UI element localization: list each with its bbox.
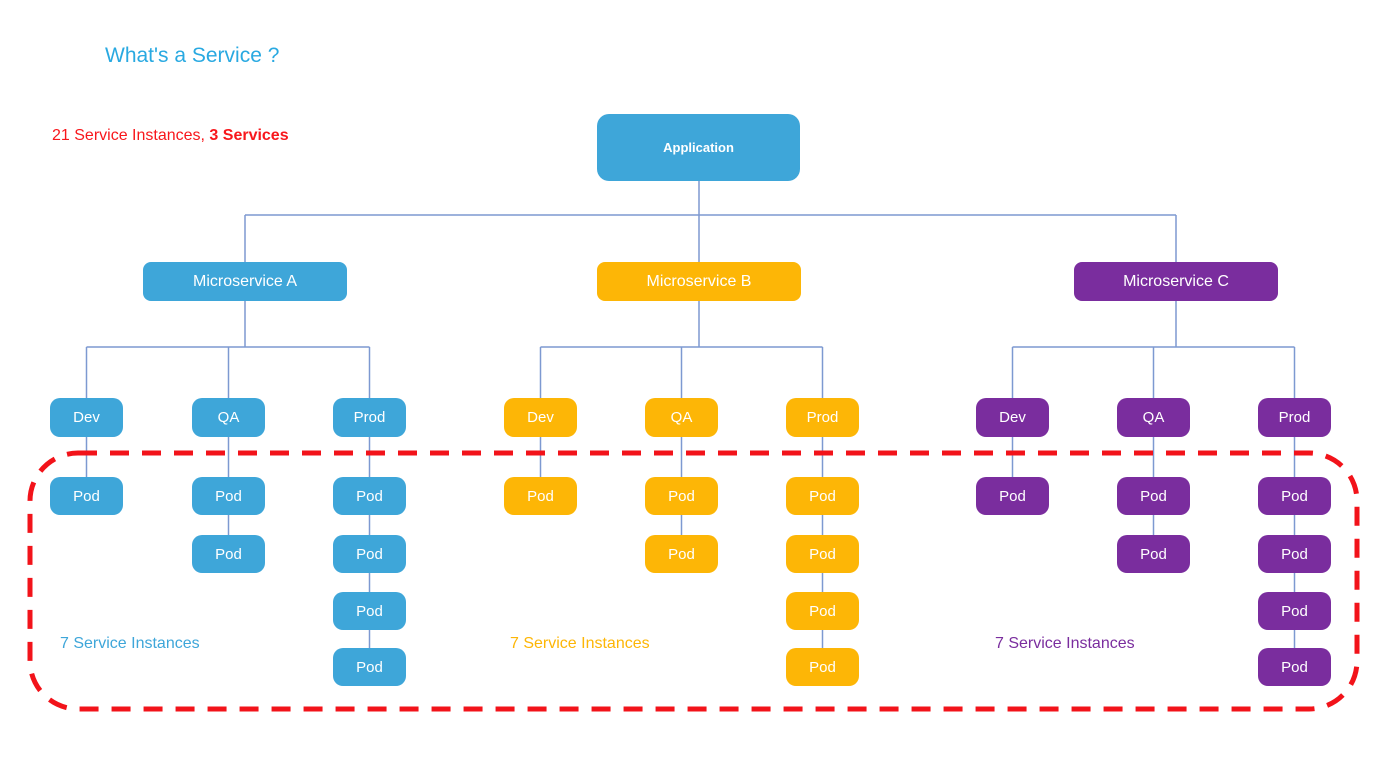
node-b-qa: QA [645,398,718,437]
pod-label: Pod [356,545,383,563]
node-microservice-a-label: Microservice A [192,272,298,290]
node-b-dev: Dev [504,398,577,437]
pod-c-prod-4: Pod [1258,648,1331,686]
pod-label: Pod [1281,602,1308,620]
node-microservice-a: Microservice A [143,262,347,301]
node-a-dev: Dev [50,398,123,437]
pod-label: Pod [809,658,836,676]
summary-instances: 21 Service Instances, [52,127,210,144]
pod-b-prod-2: Pod [786,535,859,573]
pod-a-dev-1: Pod [50,477,123,515]
node-b-prod: Prod [786,398,859,437]
summary-text: 21 Service Instances, 3 Services [52,127,289,145]
pod-b-qa-1: Pod [645,477,718,515]
pod-b-prod-1: Pod [786,477,859,515]
pod-label: Pod [527,487,554,505]
pod-label: Pod [668,487,695,505]
node-a-dev-label: Dev [73,409,100,426]
pod-a-qa-1: Pod [192,477,265,515]
pod-c-qa-1: Pod [1117,477,1190,515]
pod-b-prod-3: Pod [786,592,859,630]
node-a-prod-label: Prod [353,409,386,426]
node-c-prod-label: Prod [1278,409,1311,426]
pod-label: Pod [1281,487,1308,505]
node-c-qa-label: QA [1142,409,1165,426]
pod-label: Pod [999,487,1026,505]
pod-label: Pod [356,487,383,505]
pod-label: Pod [668,545,695,563]
node-b-prod-label: Prod [806,409,839,426]
node-application: Application [597,114,800,181]
pod-a-prod-2: Pod [333,535,406,573]
page-title: What's a Service ? [105,44,280,67]
pod-a-prod-3: Pod [333,592,406,630]
pod-a-qa-2: Pod [192,535,265,573]
node-c-qa: QA [1117,398,1190,437]
pod-c-prod-1: Pod [1258,477,1331,515]
pod-label: Pod [809,487,836,505]
pod-c-dev-1: Pod [976,477,1049,515]
summary-services: 3 Services [209,127,289,144]
instances-label-c: 7 Service Instances [995,635,1135,652]
pod-c-prod-3: Pod [1258,592,1331,630]
node-a-prod: Prod [333,398,406,437]
instances-label-b: 7 Service Instances [510,635,650,652]
node-b-dev-label: Dev [527,409,554,426]
service-instances-boundary [27,450,1360,712]
pod-label: Pod [356,602,383,620]
node-microservice-b-label: Microservice B [646,272,752,290]
pod-label: Pod [73,487,100,505]
pod-label: Pod [809,545,836,563]
node-c-dev-label: Dev [999,409,1026,426]
pod-label: Pod [356,658,383,676]
node-c-prod: Prod [1258,398,1331,437]
pod-label: Pod [215,545,242,563]
pod-label: Pod [1140,545,1167,563]
pod-label: Pod [809,602,836,620]
node-a-qa: QA [192,398,265,437]
pod-c-prod-2: Pod [1258,535,1331,573]
pod-a-prod-4: Pod [333,648,406,686]
pod-c-qa-2: Pod [1117,535,1190,573]
instances-label-a: 7 Service Instances [60,635,200,652]
pod-b-qa-2: Pod [645,535,718,573]
node-a-qa-label: QA [217,409,240,426]
pod-label: Pod [1140,487,1167,505]
pod-b-dev-1: Pod [504,477,577,515]
pod-label: Pod [1281,545,1308,563]
pod-b-prod-4: Pod [786,648,859,686]
node-microservice-b: Microservice B [597,262,801,301]
pod-label: Pod [1281,658,1308,676]
pod-label: Pod [215,487,242,505]
connector-lines [85,181,1296,648]
pod-a-prod-1: Pod [333,477,406,515]
node-c-dev: Dev [976,398,1049,437]
node-microservice-c-label: Microservice C [1123,272,1229,290]
node-application-label: Application [663,140,734,155]
node-microservice-c: Microservice C [1074,262,1278,301]
node-b-qa-label: QA [670,409,693,426]
